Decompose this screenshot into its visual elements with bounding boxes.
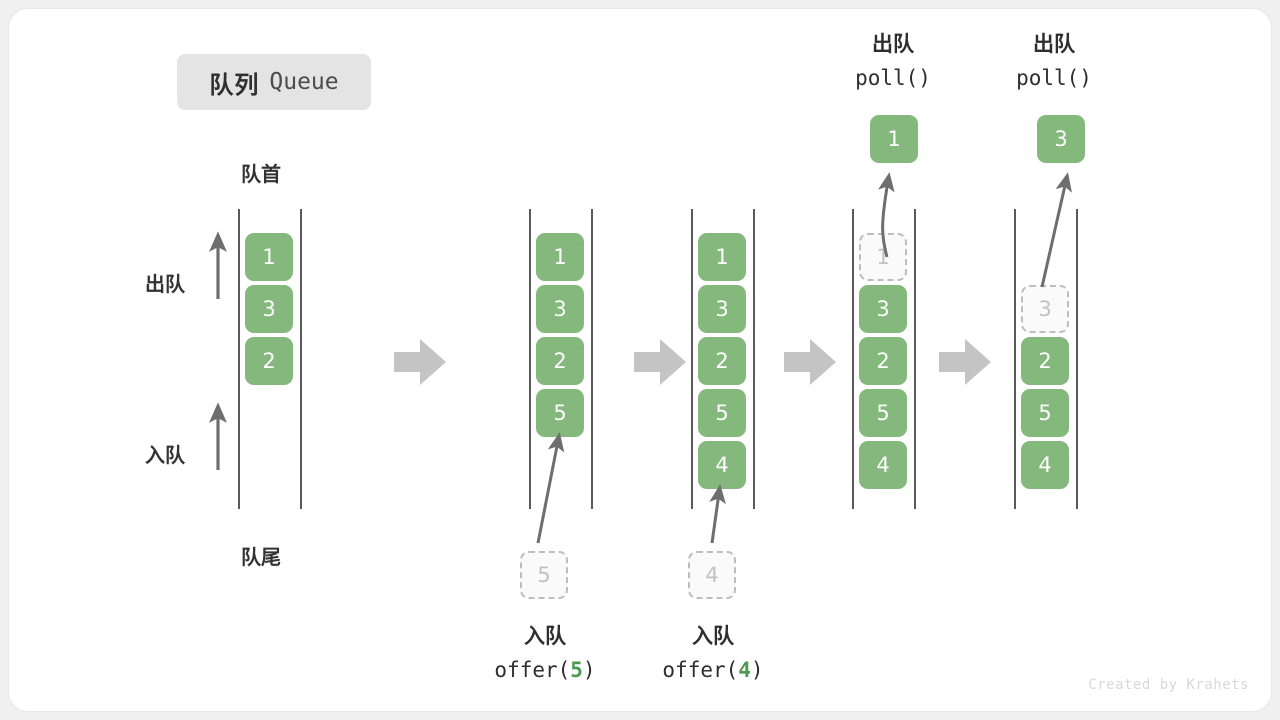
label-enqueue-direction: 入队: [145, 445, 185, 467]
panel-5-rail-left: [1014, 209, 1016, 509]
operation-offer-5-cn: 入队: [524, 625, 566, 648]
step-arrow-4-icon: [939, 339, 991, 385]
title-en: Queue: [269, 69, 339, 95]
step-arrow-2-icon: [634, 339, 686, 385]
offer-5-arrow-icon: [536, 432, 565, 544]
operation-poll-2-code: poll(): [1016, 65, 1092, 90]
panel-1-rail-left: [238, 209, 240, 509]
panel-4-cell-4: 4: [859, 441, 907, 489]
diagram-card: 队列 Queue 队首 队尾 出队 入队 1 3 2 1 3 2 5 5 入队 …: [8, 8, 1272, 712]
panel-4-cell-2: 2: [859, 337, 907, 385]
panel-2-cell-3: 5: [536, 389, 584, 437]
operation-offer-4: 入队 offer(4): [613, 621, 813, 686]
incoming-ghost-4: 4: [688, 551, 736, 599]
label-queue-tail: 队尾: [241, 547, 281, 569]
incoming-ghost-5: 5: [520, 551, 568, 599]
outgoing-cell-1: 1: [870, 115, 918, 163]
watermark: Created by Krahets: [1088, 677, 1249, 693]
operation-offer-4-code: offer(4): [662, 657, 764, 682]
poll-2-arrow-icon: [1040, 172, 1072, 288]
panel-5-cell-2: 2: [1021, 337, 1069, 385]
panel-2-rail-right: [591, 209, 593, 509]
panel-5-rail-right: [1076, 209, 1078, 509]
panel-1-rail-right: [300, 209, 302, 509]
panel-4-cell-0-ghost: 1: [859, 233, 907, 281]
panel-3-cell-0: 1: [698, 233, 746, 281]
panel-3-cell-1: 3: [698, 285, 746, 333]
panel-4-cell-1: 3: [859, 285, 907, 333]
panel-3-cell-3: 5: [698, 389, 746, 437]
operation-poll-1: 出队 poll(): [798, 29, 988, 94]
panel-4-cell-3: 5: [859, 389, 907, 437]
panel-3-cell-4: 4: [698, 441, 746, 489]
panel-2-rail-left: [529, 209, 531, 509]
offer-4-arrow-icon: [709, 484, 726, 544]
operation-offer-5-code: offer(5): [494, 657, 596, 682]
title-cn: 队列: [209, 71, 260, 99]
label-queue-head: 队首: [241, 164, 281, 186]
step-arrow-1-icon: [394, 339, 446, 385]
operation-poll-1-code: poll(): [855, 65, 931, 90]
panel-1-cell-0: 1: [245, 233, 293, 281]
operation-offer-5: 入队 offer(5): [445, 621, 645, 686]
panel-5-cell-3: 5: [1021, 389, 1069, 437]
panel-5-cell-1-ghost: 3: [1021, 285, 1069, 333]
panel-4-rail-right: [914, 209, 916, 509]
panel-2-cell-0: 1: [536, 233, 584, 281]
panel-4-rail-left: [852, 209, 854, 509]
operation-poll-2-cn: 出队: [1033, 33, 1075, 56]
operation-poll-1-cn: 出队: [872, 33, 914, 56]
outgoing-cell-3: 3: [1037, 115, 1085, 163]
operation-poll-2: 出队 poll(): [959, 29, 1149, 94]
panel-1-cell-2: 2: [245, 337, 293, 385]
operation-offer-4-cn: 入队: [692, 625, 734, 648]
panel-3-rail-right: [753, 209, 755, 509]
panel-2-cell-1: 3: [536, 285, 584, 333]
label-dequeue-direction: 出队: [145, 274, 185, 296]
panel-3-rail-left: [691, 209, 693, 509]
diagram-title-badge: 队列 Queue: [177, 54, 371, 110]
panel-2-cell-2: 2: [536, 337, 584, 385]
arrow-overlay: [209, 172, 1072, 544]
panel-5-cell-4: 4: [1021, 441, 1069, 489]
panel-3-cell-2: 2: [698, 337, 746, 385]
step-arrow-3-icon: [784, 339, 836, 385]
panel-1-cell-1: 3: [245, 285, 293, 333]
